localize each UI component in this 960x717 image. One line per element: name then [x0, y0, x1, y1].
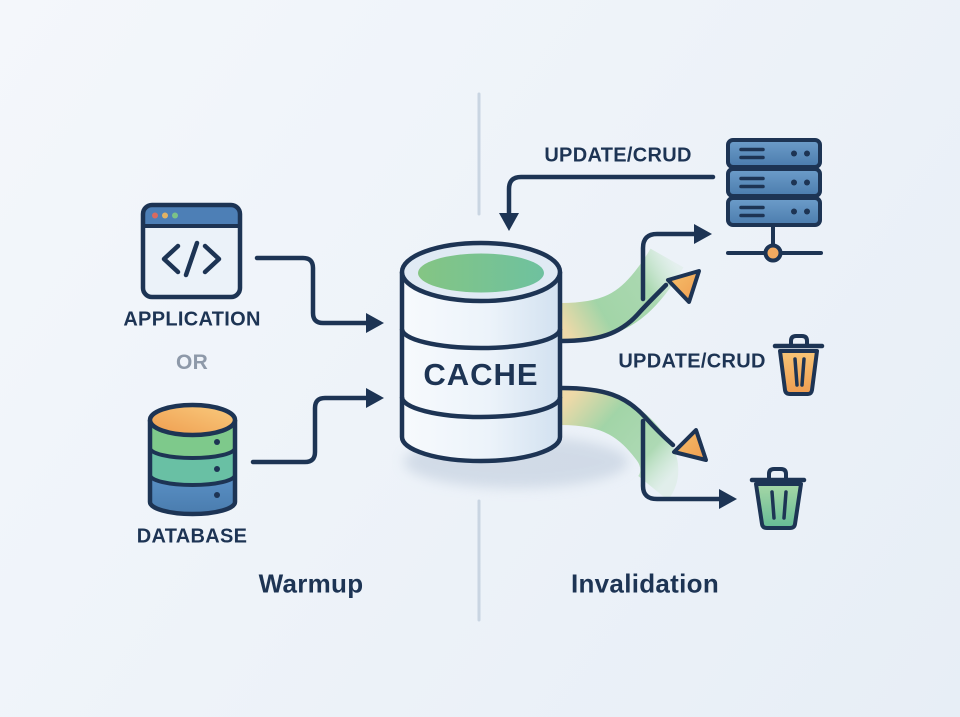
curved-flow-arrow-icon-lower	[558, 385, 708, 501]
network-node-dot	[763, 243, 783, 263]
update-crud-top-label: UPDATE/CRUD	[544, 144, 692, 167]
code-window-icon	[140, 202, 243, 300]
invalidation-section-label: Invalidation	[570, 568, 720, 599]
arrow-server-to-cache	[499, 174, 716, 231]
cache-cylinder-icon	[399, 240, 563, 464]
curved-flow-arrow-icon-upper	[558, 248, 701, 344]
arrow-cache-to-trash	[640, 418, 737, 509]
or-label: OR	[175, 351, 209, 374]
trash-can-icon-green	[749, 467, 807, 530]
arrow-database-to-cache	[250, 388, 384, 465]
warmup-section-label: Warmup	[258, 568, 364, 599]
update-crud-bottom-label: UPDATE/CRUD	[618, 350, 766, 373]
database-label: DATABASE	[136, 525, 248, 548]
trash-can-icon-orange	[772, 334, 825, 396]
server-rack-icon	[726, 138, 823, 263]
code-glyph	[161, 240, 222, 278]
arrow-cache-to-server	[640, 224, 712, 302]
cache-label: CACHE	[423, 357, 539, 392]
application-label: APPLICATION	[123, 308, 261, 331]
arrow-application-to-cache	[254, 255, 384, 333]
database-cylinder-icon	[147, 402, 238, 517]
